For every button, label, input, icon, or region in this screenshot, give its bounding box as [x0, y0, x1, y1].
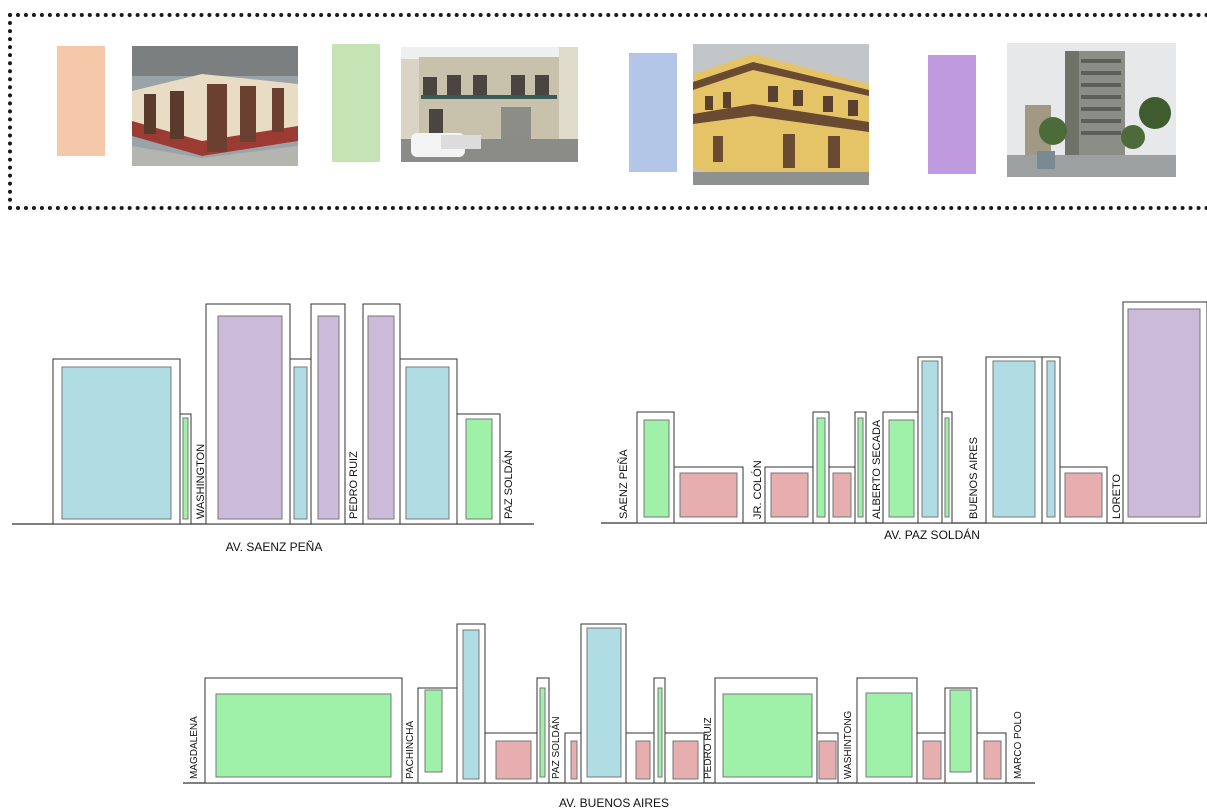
buenos-facade-r	[922, 740, 942, 780]
paz-facade-r	[770, 472, 809, 518]
elevation-av-saenz-pena	[12, 303, 534, 525]
cross-street-buenos-aires: BUENOS AIRES	[968, 437, 980, 519]
legend-swatch-purple	[928, 55, 976, 174]
buenos-facade-g	[215, 693, 392, 778]
photo-one-storey-corner-house	[132, 46, 298, 166]
buenos-facade-r	[570, 740, 578, 780]
saenz-facade-g	[465, 418, 493, 520]
buenos-facade-g	[722, 693, 813, 778]
buenos-facade-b	[462, 629, 480, 780]
buenos-facade-g	[424, 689, 443, 773]
paz-facade-b	[1046, 360, 1056, 518]
paz-facade-g	[816, 417, 826, 518]
paz-facade-r	[1064, 472, 1103, 518]
saenz-facade-p	[317, 315, 340, 520]
cross-street-loreto: LORETO	[1111, 474, 1123, 519]
buenos-facade-r	[495, 740, 532, 780]
saenz-facade-g	[182, 417, 189, 520]
paz-facade-g	[643, 419, 670, 518]
buenos-facade-g	[949, 689, 972, 773]
buenos-facade-r	[818, 740, 837, 780]
cross-street-paz-soldan-2: PAZ SOLDÁN	[549, 716, 562, 779]
cross-street-alberto-secada: ALBERTO SECADA	[871, 419, 883, 519]
cross-street-magdalena: MAGDALENA	[189, 716, 200, 779]
street-title-paz-soldan: AV. PAZ SOLDÁN	[884, 527, 980, 542]
saenz-facade-p	[367, 315, 395, 520]
cross-street-marco-polo: MARCO POLO	[1013, 711, 1024, 779]
buenos-facade-g	[865, 692, 913, 778]
street-title-buenos-aires: AV. BUENOS AIRES	[559, 796, 669, 810]
paz-facade-p	[1127, 308, 1201, 518]
paz-facade-b	[921, 360, 939, 518]
buenos-facade-b	[586, 627, 622, 778]
saenz-facade-b	[405, 366, 450, 520]
buenos-facade-r	[672, 740, 699, 780]
legend-swatch-green	[332, 44, 380, 162]
photo-two-storey-house-with-balconies	[401, 47, 578, 162]
saenz-facade-p	[217, 315, 283, 520]
cross-street-saenz-pena: SAENZ PEÑA	[617, 449, 630, 519]
cross-street-paz-soldan: PAZ SOLDÁN	[502, 450, 515, 519]
paz-facade-g	[857, 417, 864, 518]
saenz-facade-b	[293, 366, 308, 520]
cross-street-washintong: WASHINTONG	[843, 710, 854, 779]
cross-street-pachincha: PACHINCHA	[405, 721, 416, 779]
elevation-av-paz-soldan	[601, 301, 1207, 524]
buenos-facade-g	[657, 687, 663, 778]
street-title-saenz-pena: AV. SAENZ PEÑA	[226, 540, 323, 554]
photo-yellow-colonial-corner-building	[693, 44, 869, 185]
buenos-facade-r	[635, 740, 651, 780]
saenz-facade-b	[61, 366, 172, 520]
paz-facade-r	[832, 472, 852, 518]
cross-street-washington: WASHINGTON	[195, 444, 207, 519]
cross-street-pedro-ruiz-2: PEDRO RUIZ	[703, 717, 714, 779]
legend-box	[8, 13, 1207, 210]
cross-street-jr-colon: JR. COLÓN	[751, 460, 764, 519]
cross-street-pedro-ruiz: PEDRO RUIZ	[348, 451, 360, 519]
buenos-facade-g	[539, 687, 546, 778]
paz-facade-r	[679, 472, 738, 518]
legend-swatch-orange	[57, 46, 105, 156]
paz-facade-g	[888, 419, 915, 518]
paz-facade-g	[944, 417, 950, 518]
legend-swatch-blue	[629, 53, 677, 172]
paz-facade-b	[992, 360, 1036, 518]
elevation-av-buenos-aires	[183, 623, 1035, 784]
buenos-facade-r	[983, 740, 1002, 780]
photo-high-rise-tower	[1007, 43, 1176, 177]
